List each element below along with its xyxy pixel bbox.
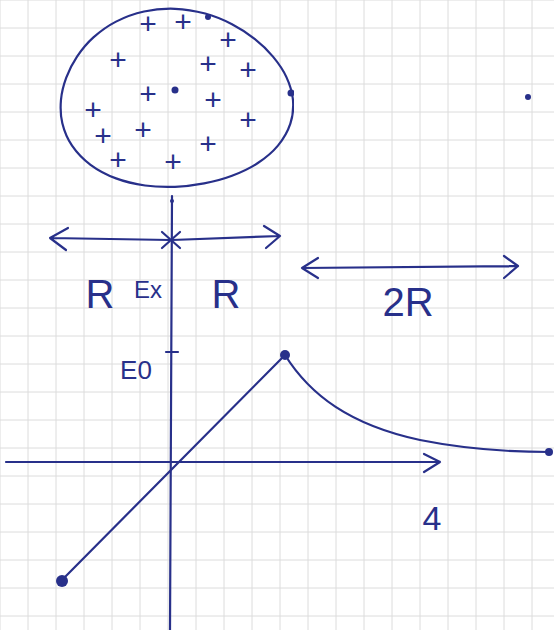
- plus-charge: +: [204, 85, 222, 115]
- vertical-axis: [170, 196, 172, 630]
- radius-arrow: [172, 226, 280, 248]
- radius-arrow: [50, 228, 170, 250]
- axis-tick: [166, 351, 178, 353]
- surface-dot: [288, 90, 295, 97]
- axis-label: 4: [423, 501, 442, 535]
- grid-line: [0, 392, 554, 393]
- plus-charge: +: [164, 147, 182, 177]
- charged-sphere: +++++++++++++++: [56, 4, 294, 192]
- grid-line: [0, 84, 554, 85]
- grid-line: [280, 0, 281, 630]
- grid-line: [0, 0, 1, 630]
- plus-charge: +: [109, 145, 127, 175]
- dimension-label: R: [212, 274, 241, 314]
- grid-line: [224, 0, 225, 630]
- grid-line: [532, 0, 533, 630]
- grid-line: [56, 0, 57, 630]
- surface-dot: [205, 14, 211, 20]
- plus-charge: +: [94, 121, 112, 151]
- grid-line: [28, 0, 29, 630]
- grid-line: [364, 0, 365, 630]
- dimension-label: R: [86, 274, 115, 314]
- plus-charge: +: [219, 25, 237, 55]
- distance-arrow: [302, 256, 518, 278]
- grid-line: [0, 168, 554, 169]
- plus-charge: +: [199, 49, 217, 79]
- grid-line: [504, 0, 505, 630]
- grid-line: [0, 28, 554, 29]
- grid-line: [0, 280, 554, 281]
- grid-line: [0, 112, 554, 113]
- grid-line: [0, 224, 554, 225]
- grid-line: [0, 420, 554, 421]
- grid-line: [0, 308, 554, 309]
- linear-field-line: [62, 355, 285, 580]
- plus-charge: +: [239, 105, 257, 135]
- horizontal-axis: [6, 454, 440, 472]
- plus-charge: +: [174, 7, 192, 37]
- grid-line: [112, 0, 113, 630]
- grid-line: [0, 196, 554, 197]
- plus-charge: +: [239, 55, 257, 85]
- grid-line: [0, 0, 554, 1]
- plus-charge: +: [139, 79, 157, 109]
- curve-end-dot: [545, 448, 553, 456]
- grid-line: [0, 504, 554, 505]
- plus-charge: +: [109, 45, 127, 75]
- grid-line: [0, 252, 554, 253]
- plus-charge: +: [199, 129, 217, 159]
- grid-line: [252, 0, 253, 630]
- grid-line: [336, 0, 337, 630]
- grid-line: [476, 0, 477, 630]
- center-dot: [172, 87, 179, 94]
- center-cross: [162, 232, 180, 248]
- grid-line: [196, 0, 197, 630]
- field-label: Ex: [134, 278, 162, 302]
- dimension-label: 2R: [382, 282, 433, 322]
- axis-value-label: E0: [120, 357, 152, 383]
- plus-charge: +: [134, 115, 152, 145]
- grid-line: [0, 532, 554, 533]
- grid-line: [308, 0, 309, 630]
- grid-line: [448, 0, 449, 630]
- grid-line: [0, 476, 554, 477]
- grid-line: [0, 140, 554, 141]
- grid-line: [0, 336, 554, 337]
- decay-field-curve: [285, 355, 550, 452]
- peak-dot: [280, 350, 290, 360]
- plus-charge: +: [139, 9, 157, 39]
- curve-end-dot: [56, 575, 68, 587]
- grid-line: [0, 56, 554, 57]
- point-dot: [525, 94, 531, 100]
- grid-line: [0, 616, 554, 617]
- grid-line: [168, 0, 169, 630]
- grid-line: [0, 588, 554, 589]
- point-dot: [170, 199, 174, 203]
